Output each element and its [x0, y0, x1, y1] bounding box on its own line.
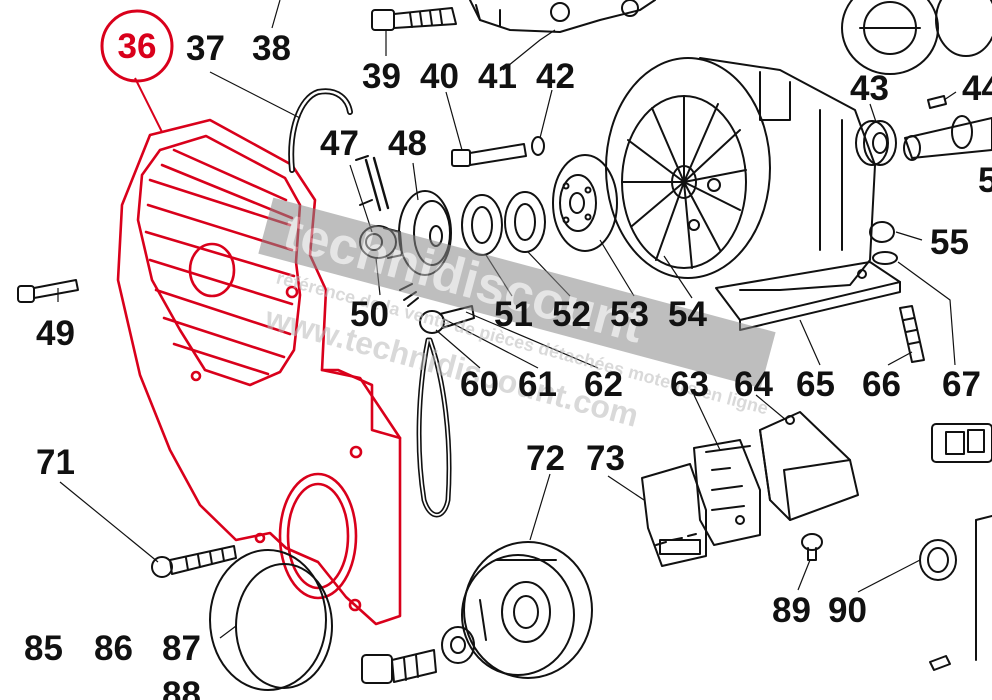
label-44[interactable]: 44 [962, 69, 992, 108]
part-labels: 37 38 39 40 41 42 43 44 47 48 57 55 49 5… [24, 29, 992, 700]
small-spacer [355, 155, 373, 206]
label-51[interactable]: 51 [494, 295, 533, 334]
label-54[interactable]: 54 [668, 295, 707, 334]
label-62[interactable]: 62 [584, 365, 623, 404]
part-72-crank-pulley[interactable] [461, 541, 593, 679]
part-73-connector[interactable] [641, 463, 707, 567]
right-edge-bracket [975, 515, 992, 661]
label-37[interactable]: 37 [186, 29, 225, 68]
label-40[interactable]: 40 [420, 57, 459, 96]
part-51-spring-washer[interactable] [461, 194, 503, 256]
part-62-bolt[interactable] [419, 305, 475, 334]
label-43[interactable]: 43 [850, 69, 889, 108]
part-53-pulley[interactable] [552, 154, 618, 252]
part-49-screw[interactable] [17, 279, 79, 303]
part-89-screw[interactable] [801, 533, 823, 561]
part-42-washer[interactable] [531, 136, 545, 156]
bottom-bolt[interactable] [361, 649, 437, 684]
label-63[interactable]: 63 [670, 365, 709, 404]
part-39-bolt[interactable] [371, 7, 457, 31]
part-44-pin[interactable] [927, 95, 947, 109]
part-36-timing-cover[interactable] [116, 118, 402, 626]
part-66-stud[interactable] [899, 305, 925, 363]
part-41-bracket[interactable] [469, 0, 656, 33]
part-87-cap[interactable] [209, 549, 333, 691]
label-42[interactable]: 42 [536, 57, 575, 96]
part-64-relay[interactable] [759, 411, 859, 521]
label-73[interactable]: 73 [586, 439, 625, 478]
label-55[interactable]: 55 [930, 223, 969, 262]
label-86[interactable]: 86 [94, 629, 133, 668]
part-54-alternator[interactable] [605, 57, 876, 291]
label-48[interactable]: 48 [388, 124, 427, 163]
bottom-washer[interactable] [441, 626, 475, 664]
bottom-small-part [929, 655, 951, 671]
label-89[interactable]: 89 [772, 591, 811, 630]
connector-plug[interactable] [931, 423, 992, 463]
label-38[interactable]: 38 [252, 29, 291, 68]
label-47[interactable]: 47 [320, 124, 359, 163]
label-72[interactable]: 72 [526, 439, 565, 478]
part-47-strip[interactable] [364, 156, 390, 212]
part-55-nut[interactable] [869, 221, 895, 243]
label-49[interactable]: 49 [36, 314, 75, 353]
part-71-screw[interactable] [151, 545, 237, 578]
callout-36-circle [100, 9, 174, 83]
top-right-disk [841, 0, 992, 75]
label-67[interactable]: 67 [942, 365, 981, 404]
label-41[interactable]: 41 [478, 57, 517, 96]
label-52[interactable]: 52 [552, 295, 591, 334]
part-67-washer[interactable] [872, 251, 898, 265]
part-52-spring-washer[interactable] [504, 191, 546, 253]
part-40-bolt[interactable] [451, 143, 527, 167]
label-85[interactable]: 85 [24, 629, 63, 668]
label-90[interactable]: 90 [828, 591, 867, 630]
part-90-gear[interactable] [919, 539, 957, 581]
label-39[interactable]: 39 [362, 57, 401, 96]
part-43-bearing[interactable] [855, 120, 897, 166]
label-57[interactable]: 57 [978, 161, 992, 200]
label-87[interactable]: 87 [162, 629, 201, 668]
label-61[interactable]: 61 [518, 365, 557, 404]
part-63-regulator[interactable] [693, 439, 761, 546]
label-36[interactable]: 36 [118, 27, 157, 66]
label-66[interactable]: 66 [862, 365, 901, 404]
label-53[interactable]: 53 [610, 295, 649, 334]
part-65-mounting-base[interactable] [715, 261, 901, 331]
part-57-shaft[interactable] [903, 115, 992, 161]
label-65[interactable]: 65 [796, 365, 835, 404]
label-50[interactable]: 50 [350, 295, 389, 334]
label-64[interactable]: 64 [734, 365, 773, 404]
label-71[interactable]: 71 [36, 443, 75, 482]
label-88[interactable]: 88 [162, 675, 201, 700]
label-60[interactable]: 60 [460, 365, 499, 404]
